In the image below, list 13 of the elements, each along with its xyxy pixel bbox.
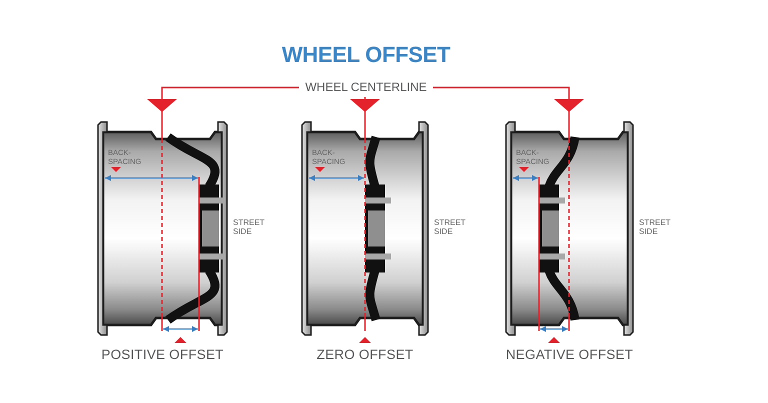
wheel-cross-section <box>97 112 228 336</box>
leader-line <box>147 86 300 112</box>
wheel-cross-section <box>505 112 634 336</box>
leader-line <box>432 86 584 112</box>
wheel-cross-section <box>301 112 429 336</box>
side-label: STREET SIDE <box>639 218 670 236</box>
title: WHEEL OFFSET <box>282 44 450 66</box>
offset-caption: POSITIVE OFFSET <box>101 348 224 362</box>
offset-caption: ZERO OFFSET <box>316 348 414 362</box>
offset-caption: NEGATIVE OFFSET <box>506 348 634 362</box>
side-label: STREET SIDE <box>233 218 264 236</box>
side-label: STREET SIDE <box>434 218 466 236</box>
leader-line <box>350 97 380 112</box>
